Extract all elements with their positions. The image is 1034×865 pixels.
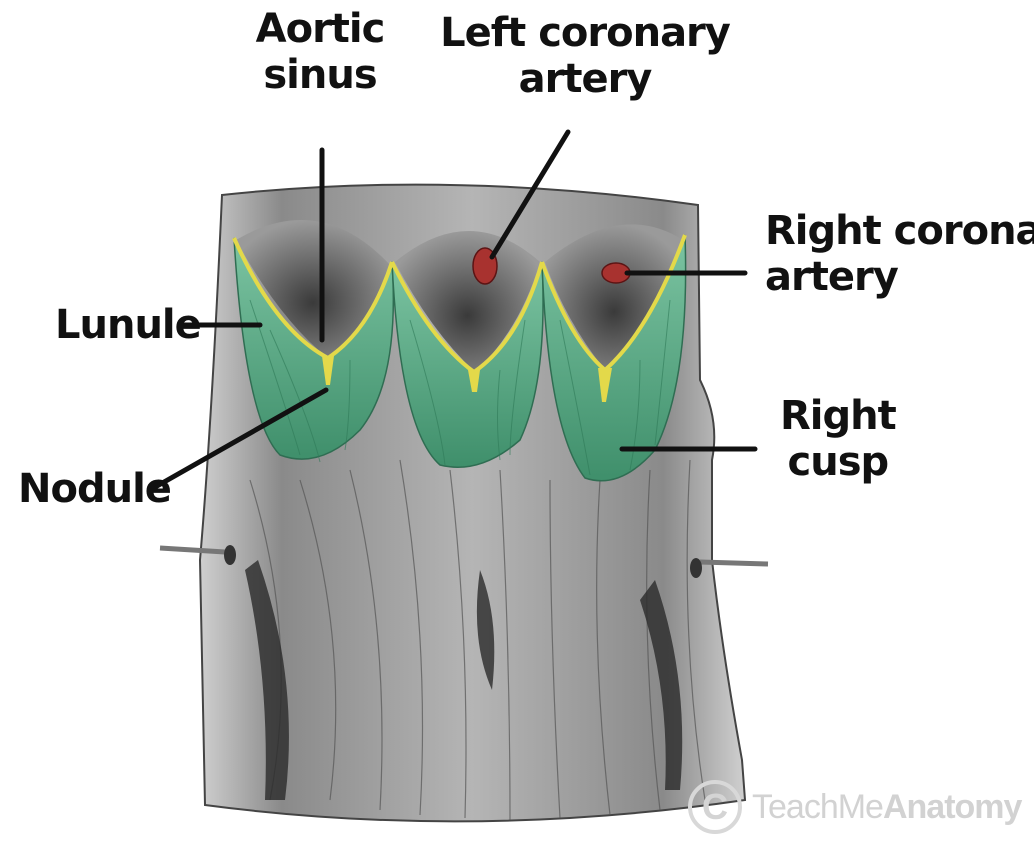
- left-coronary-artery-label: Left coronary artery: [440, 10, 730, 102]
- right-cusp-label-line-2: cusp: [780, 439, 896, 485]
- watermark-brand-bold: Anatomy: [883, 788, 1021, 826]
- lunule-label: Lunule: [55, 302, 201, 348]
- right-coronary-artery-label: Right coronary artery: [765, 208, 1034, 300]
- nodule-label: Nodule: [18, 466, 171, 512]
- right-coronary-label-line-2: artery: [765, 254, 1034, 300]
- copyright-logo-icon: C: [688, 780, 742, 834]
- aortic-sinus-label-line-2: sinus: [240, 52, 400, 98]
- right-cusp-label: Right cusp: [780, 393, 896, 485]
- watermark-brand-text: TeachMeAnatomy: [752, 788, 1021, 827]
- watermark-brand-light: TeachMe: [752, 788, 883, 826]
- aortic-sinus-label-line-1: Aortic: [240, 6, 400, 52]
- aortic-sinus-label: Aortic sinus: [240, 6, 400, 98]
- right-coronary-label-line-1: Right coronary: [765, 208, 1034, 254]
- teachmeanatomy-watermark: C TeachMeAnatomy: [688, 780, 1021, 834]
- right-cusp-label-line-1: Right: [780, 393, 896, 439]
- left-coronary-label-line-2: artery: [440, 56, 730, 102]
- left-coronary-label-line-1: Left coronary: [440, 10, 730, 56]
